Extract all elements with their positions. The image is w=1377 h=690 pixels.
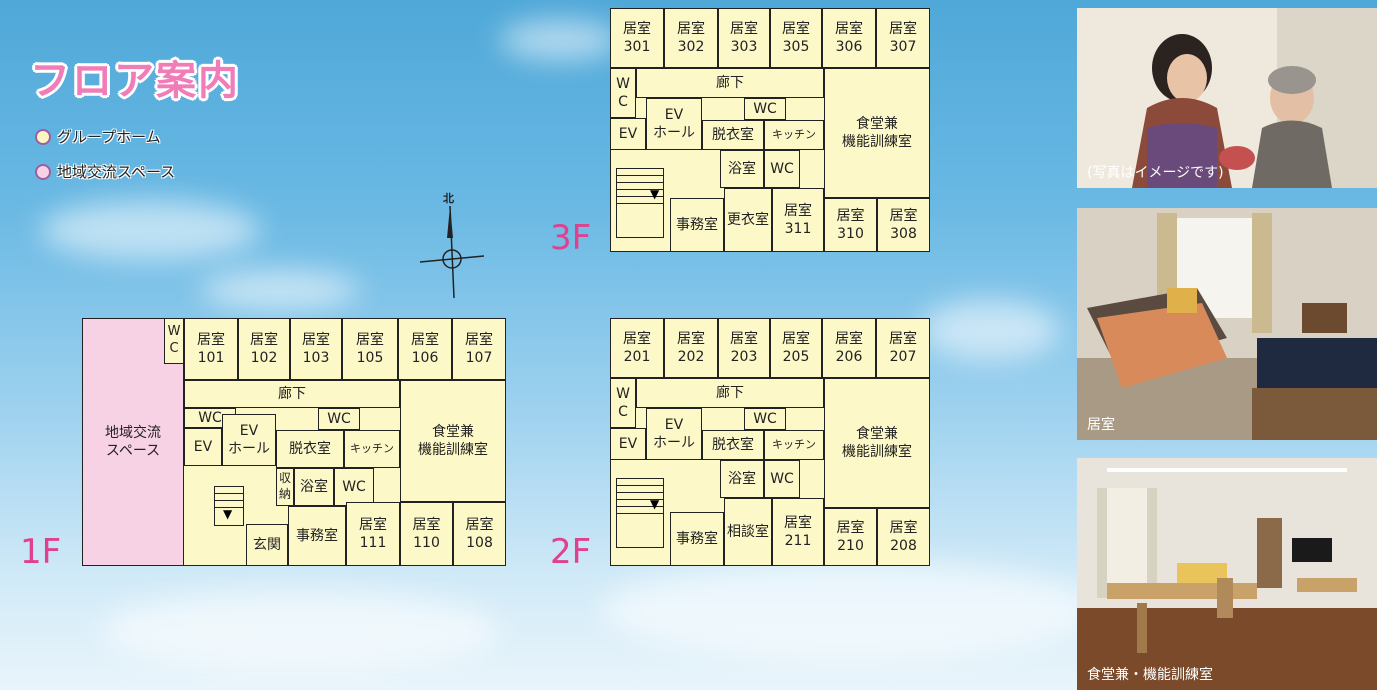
room-210: 居室 210 <box>824 508 877 566</box>
room-205: 居室 205 <box>770 318 822 378</box>
cloud <box>40 200 260 260</box>
kitchen: キッチン <box>344 430 400 468</box>
cloud <box>920 300 1060 360</box>
elevator-hall: EV ホール <box>222 414 276 466</box>
floor-plan-1f: 地域交流 スペース W C 居室 101 居室 102 居室 103 居室 10… <box>82 318 506 566</box>
corridor: 廊下 <box>184 380 400 408</box>
elevator: EV <box>184 428 222 466</box>
photo-dining-room: 食堂兼・機能訓練室 <box>1077 458 1377 690</box>
room-207: 居室 207 <box>876 318 930 378</box>
kitchen: キッチン <box>764 120 824 150</box>
room-111: 居室 111 <box>346 502 400 566</box>
wc: WC <box>334 468 374 506</box>
staircase-icon: ▼ <box>214 486 244 526</box>
room-307: 居室 307 <box>876 8 930 68</box>
bathroom: 浴室 <box>720 460 764 498</box>
room-303: 居室 303 <box>718 8 770 68</box>
dining-training-room: 食堂兼 機能訓練室 <box>824 68 930 198</box>
wc: WC <box>764 460 800 498</box>
wc-top: WC <box>318 408 360 430</box>
corridor: 廊下 <box>636 378 824 408</box>
elevator-hall: EV ホール <box>646 98 702 150</box>
wc-side: W C <box>164 318 184 364</box>
wc-side: W C <box>610 68 636 118</box>
corridor: 廊下 <box>636 68 824 98</box>
floor-plan-3f: 居室 301 居室 302 居室 303 居室 305 居室 306 居室 30… <box>610 8 930 252</box>
legend-swatch-icon <box>35 163 51 180</box>
room-301: 居室 301 <box>610 8 664 68</box>
room-202: 居室 202 <box>664 318 718 378</box>
room-108: 居室 108 <box>453 502 506 566</box>
floor-plan-2f: 居室 201 居室 202 居室 203 居室 205 居室 206 居室 20… <box>610 318 930 566</box>
photo-caption: (写真はイメージです) <box>1087 165 1224 181</box>
room-103: 居室 103 <box>290 318 342 380</box>
room-306: 居室 306 <box>822 8 876 68</box>
wc-top: WC <box>744 98 786 120</box>
legend-item-group-home: グループホーム <box>35 126 161 147</box>
photo-caregiver: (写真はイメージです) <box>1077 8 1377 188</box>
north-compass-icon: 北 <box>420 190 484 300</box>
room-305: 居室 305 <box>770 8 822 68</box>
room-208: 居室 208 <box>877 508 930 566</box>
elevator-hall: EV ホール <box>646 408 702 460</box>
dressing-room: 脱衣室 <box>702 120 764 150</box>
room-206: 居室 206 <box>822 318 876 378</box>
consultation-room: 相談室 <box>724 498 772 566</box>
bathroom: 浴室 <box>720 150 764 188</box>
legend-swatch-icon <box>35 128 51 145</box>
wc-top: WC <box>744 408 786 430</box>
cloud <box>100 590 500 670</box>
office: 事務室 <box>670 512 724 566</box>
page-title: フロア案内 <box>30 58 240 104</box>
room-203: 居室 203 <box>718 318 770 378</box>
dining-training-room: 食堂兼 機能訓練室 <box>824 378 930 508</box>
floor-label-3f: 3F <box>550 218 592 258</box>
elevator: EV <box>610 118 646 150</box>
room-101: 居室 101 <box>184 318 238 380</box>
room-106: 居室 106 <box>398 318 452 380</box>
entrance: 玄関 <box>246 524 288 566</box>
compass-north-label: 北 <box>443 192 454 205</box>
wc-side: W C <box>610 378 636 428</box>
room-102: 居室 102 <box>238 318 290 380</box>
room-311: 居室 311 <box>772 188 824 252</box>
cloud <box>600 560 1100 660</box>
cloud <box>200 270 360 310</box>
legend-item-community-space: 地域交流スペース <box>35 161 175 182</box>
changing-room: 更衣室 <box>724 188 772 252</box>
staircase-icon: ▼ <box>616 168 664 238</box>
dressing-room: 脱衣室 <box>702 430 764 460</box>
room-211: 居室 211 <box>772 498 824 566</box>
elevator: EV <box>610 428 646 460</box>
storage: 収 納 <box>276 468 294 506</box>
photo-resident-room: 居室 <box>1077 208 1377 440</box>
room-302: 居室 302 <box>664 8 718 68</box>
office: 事務室 <box>288 506 346 566</box>
office: 事務室 <box>670 198 724 252</box>
kitchen: キッチン <box>764 430 824 460</box>
room-310: 居室 310 <box>824 198 877 252</box>
room-308: 居室 308 <box>877 198 930 252</box>
room-110: 居室 110 <box>400 502 453 566</box>
floor-label-1f: 1F <box>20 532 62 572</box>
room-201: 居室 201 <box>610 318 664 378</box>
floor-label-2f: 2F <box>550 532 592 572</box>
dining-training-room: 食堂兼 機能訓練室 <box>400 380 506 502</box>
room-107: 居室 107 <box>452 318 506 380</box>
staircase-icon: ▼ <box>616 478 664 548</box>
bathroom: 浴室 <box>294 468 334 506</box>
room-105: 居室 105 <box>342 318 398 380</box>
photo-caption: 居室 <box>1087 417 1115 433</box>
cloud <box>500 20 620 60</box>
photo-caption: 食堂兼・機能訓練室 <box>1087 667 1213 683</box>
dressing-room: 脱衣室 <box>276 430 344 468</box>
wc: WC <box>764 150 800 188</box>
